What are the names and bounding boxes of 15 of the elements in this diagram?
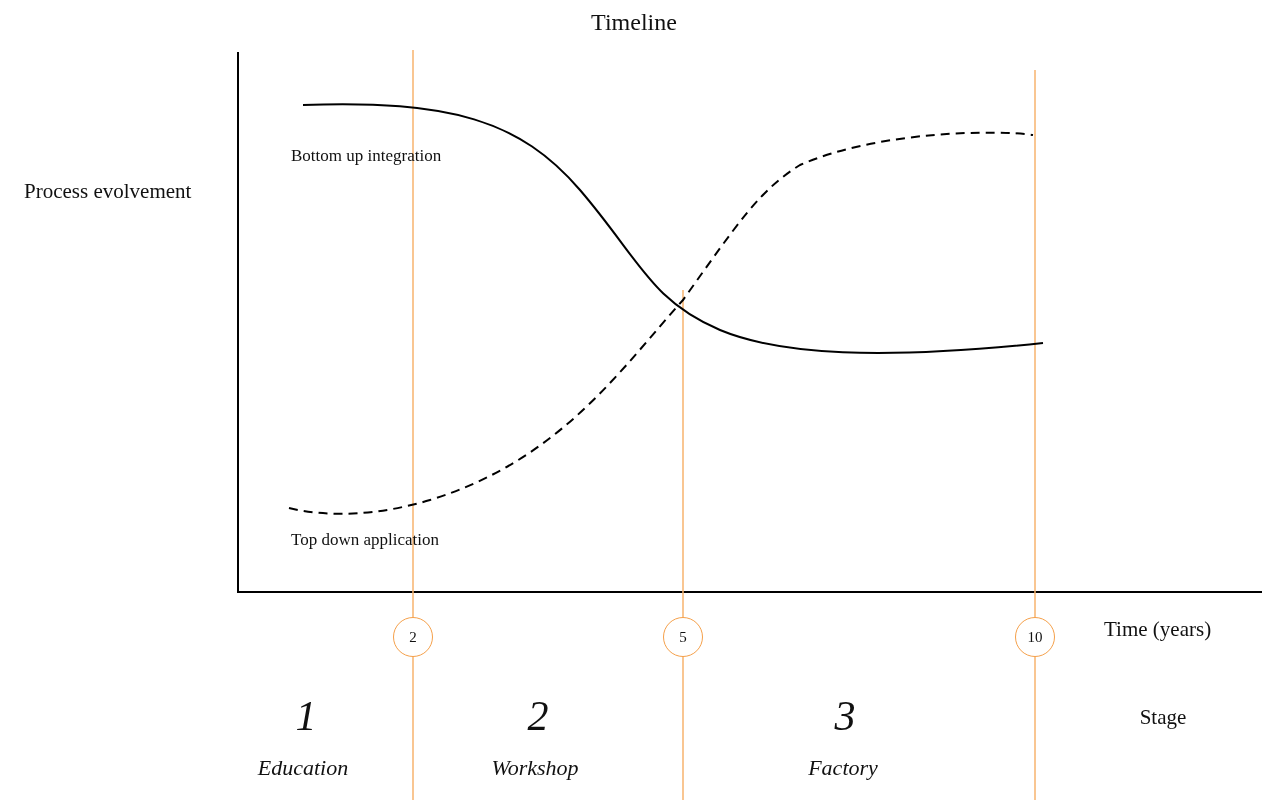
year-marker: 5	[663, 617, 703, 657]
axis-label: Process evolvement	[24, 180, 192, 204]
stage-name: Education	[257, 756, 349, 781]
curve-label: Top down application	[291, 531, 439, 550]
chart-title: Timeline	[591, 9, 677, 36]
curve-label: Bottom up integration	[291, 147, 442, 166]
axis-label: Time (years)	[1104, 618, 1212, 642]
stage-name: Factory	[808, 756, 878, 781]
stage-name: Workshop	[491, 756, 579, 781]
stage-number: 1	[295, 693, 317, 740]
year-marker: 2	[393, 617, 433, 657]
axis-label: Stage	[1139, 706, 1187, 730]
stage-number: 3	[834, 693, 856, 740]
year-marker: 10	[1015, 617, 1055, 657]
stage-number: 2	[527, 693, 549, 740]
